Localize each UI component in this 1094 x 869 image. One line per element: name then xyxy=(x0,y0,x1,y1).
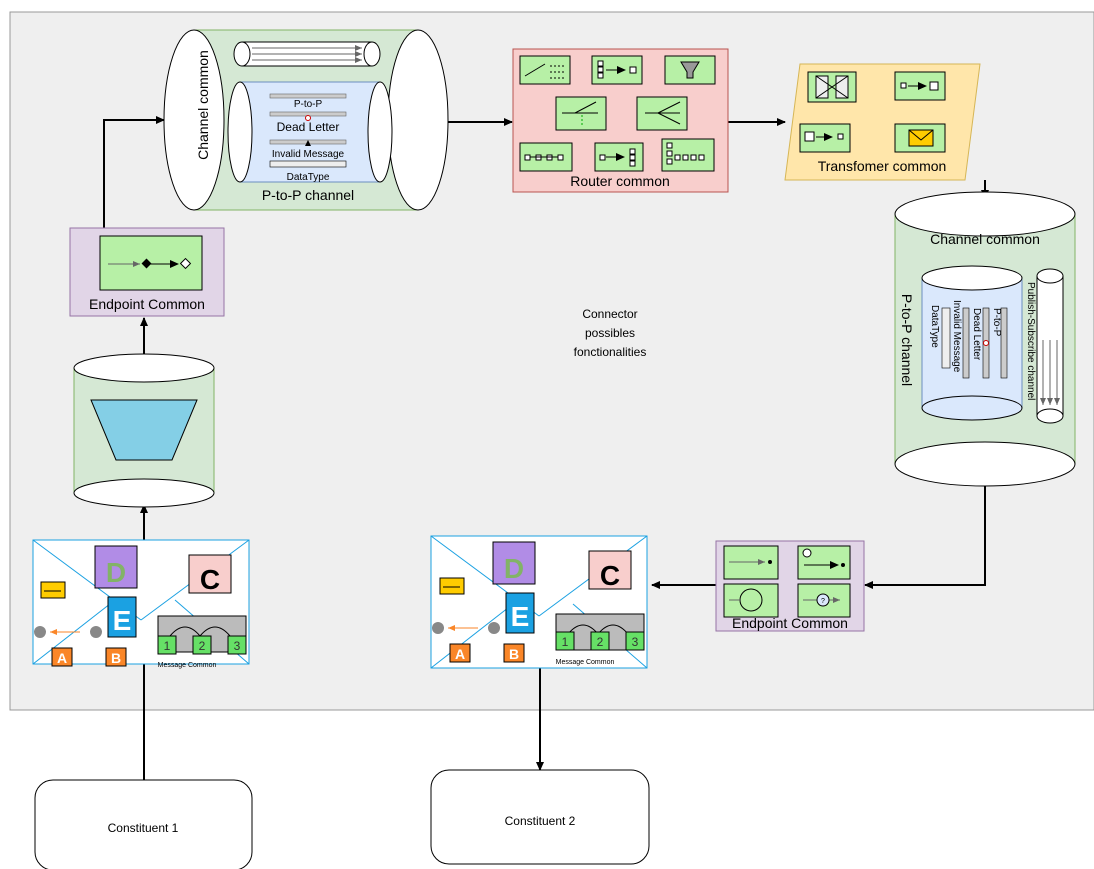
channel-top-inner-label: P-to-P channel xyxy=(262,187,354,203)
item-right-invalid-message: Invalid Message xyxy=(951,300,962,373)
svg-text:2: 2 xyxy=(199,639,206,653)
message-b-block xyxy=(105,647,127,667)
svg-text:D: D xyxy=(504,553,524,584)
message-a-block xyxy=(51,647,73,667)
item-right-dead-letter: Dead Letter xyxy=(971,308,982,361)
svg-text:1: 1 xyxy=(562,635,569,649)
item-invalid-message: Invalid Message xyxy=(272,149,345,160)
svg-text:?: ? xyxy=(821,598,825,605)
message-c-block xyxy=(188,554,232,594)
message-common-left-label: Message Common xyxy=(158,662,217,669)
svg-text:Connector: Connector xyxy=(582,307,637,321)
svg-text:E: E xyxy=(511,601,530,632)
edge-channel-endpoint xyxy=(864,478,986,589)
svg-text:E: E xyxy=(113,605,132,636)
svg-text:fonctionalities: fonctionalities xyxy=(574,345,647,359)
endpoint-right-label: Endpoint Common xyxy=(732,615,848,631)
channel-common-top[interactable]: Channel common P-to-P Dead Letter Invali… xyxy=(163,29,449,211)
message-envelope-icon xyxy=(40,581,66,599)
constituent-1-label: Constituent 1 xyxy=(108,821,179,835)
filter-cylinder[interactable] xyxy=(73,353,215,508)
svg-text:1: 1 xyxy=(164,639,171,653)
router-switch-icon xyxy=(519,55,571,85)
message2-envelope-icon xyxy=(439,577,465,595)
item-right-datatype: DataType xyxy=(929,305,940,348)
channel-right-side-label: P-to-P channel xyxy=(899,294,915,386)
pubsub-label: Publish-Subscribe channel xyxy=(1025,282,1036,400)
item-dead-letter: Dead Letter xyxy=(277,120,340,134)
svg-text:3: 3 xyxy=(234,639,241,653)
publish-subscribe-channel: Publish-Subscribe channel xyxy=(1025,268,1064,424)
svg-text:B: B xyxy=(509,646,519,662)
endpoint-left-label: Endpoint Common xyxy=(89,296,205,312)
constituent-1[interactable]: Constituent 1 xyxy=(34,779,253,869)
channel-common-right[interactable]: Channel common P-to-P channel P-to-P Dea… xyxy=(894,191,1076,487)
channel-top-label: Channel common xyxy=(195,50,211,160)
message-common-left[interactable]: D C E A B 1 2 3 Message Common xyxy=(32,539,250,669)
constituent-2[interactable]: Constituent 2 xyxy=(430,769,650,865)
message2-d-block xyxy=(492,541,536,585)
endpoint-common-left[interactable]: Endpoint Common xyxy=(69,227,225,317)
message-correlation-icon-a xyxy=(34,626,46,638)
endpoint-common-right[interactable]: ? Endpoint Common xyxy=(715,540,865,632)
message-common-right-label: Message Common xyxy=(556,659,615,666)
svg-text:D: D xyxy=(106,557,126,588)
svg-text:A: A xyxy=(455,646,465,662)
message2-e-block xyxy=(505,592,535,634)
svg-text:B: B xyxy=(111,650,121,666)
message-common-right[interactable]: D C E A B 1 2 3 Message Common xyxy=(430,535,648,669)
message2-a-block xyxy=(449,643,471,663)
filter-icon xyxy=(90,399,198,461)
message-correlation-icon-b xyxy=(90,626,102,638)
item-datatype: DataType xyxy=(287,172,330,183)
svg-text:possibles: possibles xyxy=(585,326,635,340)
p-to-p-channel-right: P-to-P Dead Letter Invalid Message DataT… xyxy=(921,265,1023,421)
svg-text:A: A xyxy=(57,650,67,666)
message2-c-block xyxy=(588,550,632,590)
p-to-p-channel-top: P-to-P Dead Letter Invalid Message DataT… xyxy=(227,81,393,183)
transformer-label: Transfomer common xyxy=(818,158,947,174)
svg-text:3: 3 xyxy=(632,635,639,649)
message-d-block xyxy=(94,545,138,589)
message-e-block xyxy=(107,596,137,638)
channel-right-label: Channel common xyxy=(930,231,1040,247)
svg-text:C: C xyxy=(600,560,620,591)
connectors xyxy=(103,116,989,780)
item-p-to-p: P-to-P xyxy=(294,99,323,110)
edge-endpoint-channel xyxy=(103,116,165,228)
item-right-p-to-p: P-to-P xyxy=(991,308,1002,337)
pipe-icon xyxy=(233,41,381,67)
svg-text:2: 2 xyxy=(597,635,604,649)
message2-b-block xyxy=(503,643,525,663)
router-common[interactable]: Router common xyxy=(512,48,729,193)
connector-label: Connector possibles fonctionalities xyxy=(574,307,647,359)
transformer-common[interactable]: Transfomer common xyxy=(784,63,981,181)
router-label: Router common xyxy=(570,173,670,189)
constituent-2-label: Constituent 2 xyxy=(505,814,576,828)
message2-correlation-icon-a xyxy=(432,622,444,634)
message2-correlation-icon-b xyxy=(488,622,500,634)
svg-text:C: C xyxy=(200,564,220,595)
